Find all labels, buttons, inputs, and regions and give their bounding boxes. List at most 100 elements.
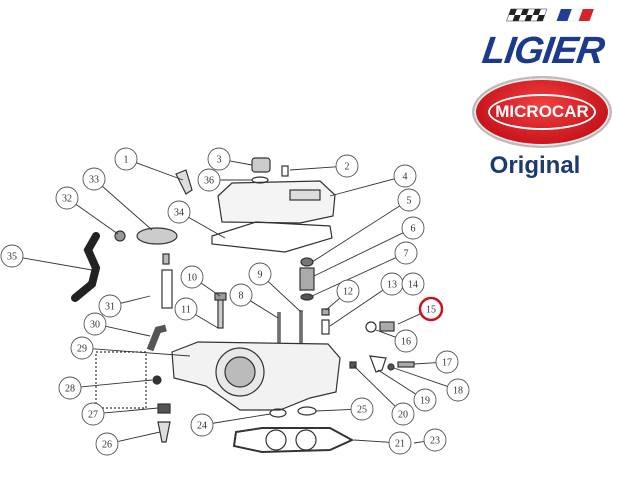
callout-number: 26 bbox=[102, 440, 112, 451]
leader-line-24 bbox=[212, 413, 271, 424]
leader-line-35 bbox=[22, 257, 93, 271]
callout-number: 3 bbox=[217, 155, 222, 166]
callout-2[interactable]: 2 bbox=[335, 154, 359, 178]
leader-line-10 bbox=[200, 282, 221, 297]
callout-circle bbox=[413, 388, 437, 412]
callout-circle bbox=[394, 241, 418, 265]
callout-circle bbox=[423, 428, 447, 452]
callout-19[interactable]: 19 bbox=[413, 388, 437, 412]
leader-line-8 bbox=[250, 300, 279, 319]
leader-line-1 bbox=[136, 162, 184, 181]
callout-number: 32 bbox=[62, 194, 72, 205]
callout-circle bbox=[95, 432, 119, 456]
callout-circle bbox=[248, 262, 272, 286]
callout-number: 21 bbox=[395, 439, 405, 450]
callout-number: 1 bbox=[124, 155, 129, 166]
callout-36[interactable]: 36 bbox=[197, 168, 221, 192]
callout-11[interactable]: 11 bbox=[174, 297, 198, 321]
leader-line-20 bbox=[353, 365, 396, 407]
callout-16[interactable]: 16 bbox=[394, 329, 418, 353]
callout-23[interactable]: 23 bbox=[423, 428, 447, 452]
callout-circle bbox=[397, 188, 421, 212]
callout-number: 30 bbox=[90, 320, 100, 331]
callout-4[interactable]: 4 bbox=[393, 164, 417, 188]
callout-7[interactable]: 7 bbox=[394, 241, 418, 265]
callout-circle bbox=[167, 200, 191, 224]
callout-3[interactable]: 3 bbox=[207, 147, 231, 171]
leader-line-13 bbox=[329, 289, 384, 327]
callout-17[interactable]: 17 bbox=[435, 350, 459, 374]
leader-line-23 bbox=[413, 441, 425, 444]
callout-circle bbox=[418, 296, 444, 322]
callout-20[interactable]: 20 bbox=[391, 402, 415, 426]
callout-circle bbox=[394, 329, 418, 353]
callout-number: 34 bbox=[174, 208, 184, 219]
leader-line-17 bbox=[413, 362, 437, 365]
callout-30[interactable]: 30 bbox=[83, 312, 107, 336]
leader-line-15 bbox=[397, 313, 422, 325]
callout-13[interactable]: 13 bbox=[380, 272, 404, 296]
callout-27[interactable]: 27 bbox=[81, 402, 105, 426]
callout-number: 9 bbox=[258, 270, 263, 281]
callout-number: 19 bbox=[420, 396, 430, 407]
callout-28[interactable]: 28 bbox=[58, 376, 82, 400]
callout-number: 14 bbox=[408, 280, 418, 291]
callout-number: 29 bbox=[77, 344, 87, 355]
callout-circle bbox=[435, 350, 459, 374]
callout-33[interactable]: 33 bbox=[82, 167, 106, 191]
callout-32[interactable]: 32 bbox=[55, 186, 79, 210]
leader-line-2 bbox=[289, 166, 337, 171]
callout-15[interactable]: 15 bbox=[418, 296, 444, 322]
callout-number: 8 bbox=[239, 291, 244, 302]
callout-number: 27 bbox=[88, 410, 98, 421]
callout-circle bbox=[391, 402, 415, 426]
callout-circle bbox=[70, 336, 94, 360]
callout-circle bbox=[81, 402, 105, 426]
callout-25[interactable]: 25 bbox=[350, 397, 374, 421]
callout-31[interactable]: 31 bbox=[98, 294, 122, 318]
callout-18[interactable]: 18 bbox=[446, 378, 470, 402]
callout-circle bbox=[446, 378, 470, 402]
callout-24[interactable]: 24 bbox=[190, 413, 214, 437]
callout-number: 6 bbox=[411, 224, 416, 235]
callout-21[interactable]: 21 bbox=[388, 431, 412, 455]
leader-line-6 bbox=[313, 232, 404, 277]
leader-line-7 bbox=[311, 257, 397, 297]
callout-29[interactable]: 29 bbox=[70, 336, 94, 360]
callout-number: 25 bbox=[357, 405, 367, 416]
callout-35[interactable]: 35 bbox=[0, 244, 24, 268]
callout-26[interactable]: 26 bbox=[95, 432, 119, 456]
callout-number: 33 bbox=[89, 175, 99, 186]
leader-line-5 bbox=[311, 205, 400, 263]
microcar-badge: MICROCAR bbox=[472, 76, 612, 148]
ligier-logo-text: LIGIER bbox=[479, 30, 607, 72]
racing-flags-icon bbox=[506, 8, 594, 22]
callout-5[interactable]: 5 bbox=[397, 188, 421, 212]
callout-circle bbox=[350, 397, 374, 421]
callout-circle bbox=[393, 164, 417, 188]
callout-6[interactable]: 6 bbox=[401, 216, 425, 240]
callout-circle bbox=[190, 413, 214, 437]
callout-12[interactable]: 12 bbox=[336, 279, 360, 303]
callout-9[interactable]: 9 bbox=[248, 262, 272, 286]
callout-number: 10 bbox=[187, 273, 197, 284]
callout-1[interactable]: 1 bbox=[114, 147, 138, 171]
leader-line-3 bbox=[229, 160, 253, 166]
callout-14[interactable]: 14 bbox=[401, 272, 425, 296]
microcar-badge-text: MICROCAR bbox=[488, 94, 596, 130]
leader-line-19 bbox=[377, 369, 416, 395]
callout-circle bbox=[55, 186, 79, 210]
callout-10[interactable]: 10 bbox=[180, 265, 204, 289]
callout-circle bbox=[207, 147, 231, 171]
callout-number: 11 bbox=[181, 305, 191, 316]
leader-line-33 bbox=[101, 185, 153, 231]
callout-circle bbox=[180, 265, 204, 289]
callout-circle bbox=[335, 154, 359, 178]
leader-line-25 bbox=[315, 409, 352, 412]
valve-cover bbox=[217, 180, 336, 224]
callout-8[interactable]: 8 bbox=[229, 283, 253, 307]
callout-number: 2 bbox=[345, 162, 350, 173]
callout-34[interactable]: 34 bbox=[167, 200, 191, 224]
callout-number: 20 bbox=[398, 410, 408, 421]
callout-circle bbox=[174, 297, 198, 321]
